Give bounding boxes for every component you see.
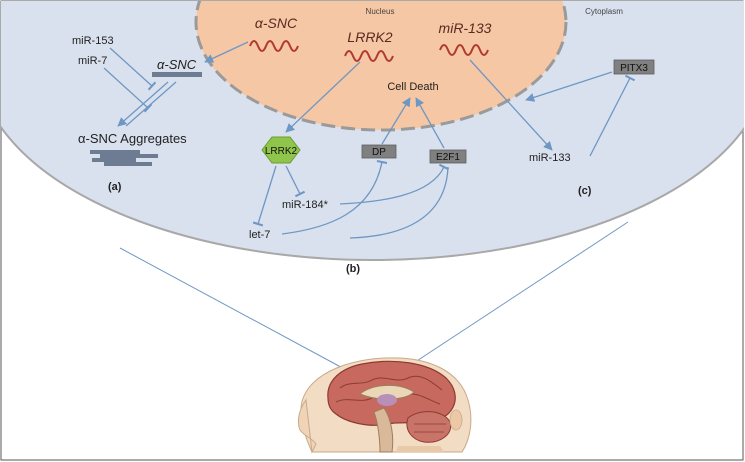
mir153-label: miR-153 <box>72 35 114 47</box>
lrrk2-gene-wave-icon <box>344 50 394 62</box>
cytoplasm-label: Cytoplasm <box>585 7 623 16</box>
edge-mir133-gene-to-mir133 <box>469 59 553 151</box>
edge-pitx3-to-mir133-gene <box>525 71 613 102</box>
zoom-line-right <box>399 221 629 373</box>
panel-b-label: (b) <box>346 263 360 275</box>
edge-alpha-snc-to-aggregates <box>117 81 169 127</box>
mir133-gene-wave-icon <box>439 44 489 56</box>
aggregates-label: α-SNC Aggregates <box>78 131 187 146</box>
gene-alpha-snc-label: α-SNC <box>255 15 298 31</box>
edge-mir184-inhibits-e2f1 <box>339 163 450 205</box>
panel-a-label: (a) <box>108 181 122 193</box>
cell-death-label: Cell Death <box>387 81 438 93</box>
lrrk2-protein-label: LRRK2 <box>265 146 298 157</box>
pitx3-label: PITX3 <box>620 63 648 74</box>
nucleus-label: Nucleus <box>366 7 395 16</box>
brain-illustration <box>297 357 472 454</box>
e2f1-box <box>429 149 467 164</box>
alpha-snc-protein-label: α-SNC <box>157 57 197 72</box>
edge-mir153-inhibits-alpha-snc <box>109 47 157 91</box>
mir133-protein-label: miR-133 <box>529 152 571 164</box>
edge-alpha-snc-gene-to-protein <box>204 41 249 63</box>
mir7-label: miR-7 <box>78 55 107 67</box>
edge-mir7-inhibits-alpha-snc <box>103 67 153 113</box>
panel-c-label: (c) <box>578 185 592 197</box>
edge-lrrk2-inhibits-let7 <box>252 165 277 227</box>
alpha-snc-protein-bar <box>152 72 202 77</box>
dp-label: DP <box>372 147 386 158</box>
edge-lrrk2-inhibits-mir184 <box>285 165 306 198</box>
edge-lrrk2-gene-to-protein <box>285 61 361 133</box>
gene-mir133-label: miR-133 <box>439 20 492 36</box>
edge-alpha-snc-to-aggregates-b <box>125 81 177 127</box>
e2f1-label: E2F1 <box>436 152 460 163</box>
pitx3-box <box>613 59 655 75</box>
edge-let7-inhibits-e2f1 <box>349 166 449 239</box>
let7-label: let-7 <box>249 229 270 241</box>
edge-let7-inhibits-dp <box>281 159 388 235</box>
alpha-snc-gene-wave-icon <box>249 40 299 52</box>
zoom-line-left <box>119 247 351 373</box>
gene-lrrk2-label: LRRK2 <box>347 29 392 45</box>
mir184-label: miR-184* <box>282 199 329 211</box>
dp-box <box>361 144 397 159</box>
edge-e2f1-to-cell-death <box>415 97 445 149</box>
nucleus-region <box>194 1 568 132</box>
edge-mir133-inhibits-pitx3 <box>589 74 636 157</box>
lrrk2-protein-hexagon <box>261 136 301 164</box>
edge-dp-to-cell-death <box>381 97 411 145</box>
aggregates-icon <box>90 150 158 166</box>
